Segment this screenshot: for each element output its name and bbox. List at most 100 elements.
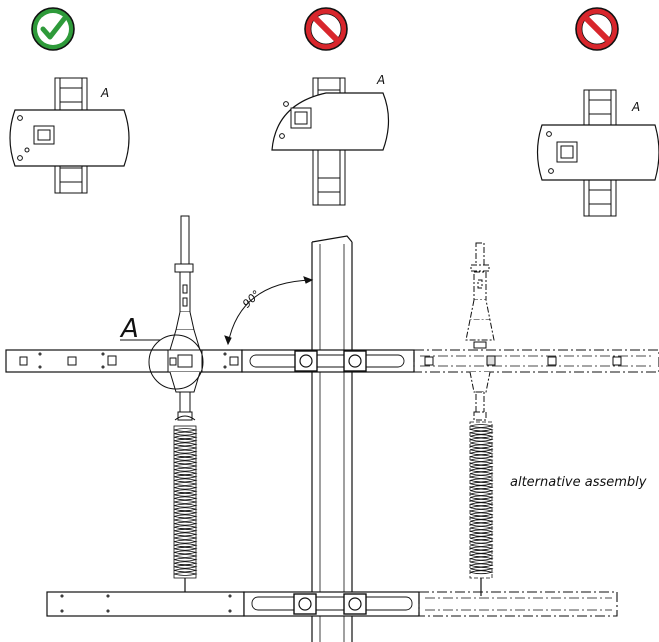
spring-coil bbox=[469, 444, 494, 449]
upper-crossbar-alternative bbox=[413, 349, 659, 373]
spring-coil bbox=[469, 478, 494, 483]
spring-coil bbox=[173, 496, 198, 501]
clamp-nut bbox=[293, 593, 317, 615]
spring-coil bbox=[469, 454, 494, 459]
spring-coil bbox=[469, 570, 494, 575]
detail-view-correct bbox=[9, 77, 130, 194]
spring-coil bbox=[469, 556, 494, 561]
spring-coil bbox=[173, 543, 198, 548]
spring-coil bbox=[469, 543, 494, 547]
spring-coil bbox=[173, 453, 198, 458]
spring-coil bbox=[173, 500, 198, 504]
spring-coil bbox=[173, 550, 198, 555]
spring-coil bbox=[173, 471, 198, 476]
spring-coil bbox=[469, 424, 494, 428]
spring-coil bbox=[469, 536, 494, 541]
spring-coil bbox=[173, 485, 198, 490]
spring-coil bbox=[173, 482, 198, 486]
spring-coil bbox=[469, 471, 494, 476]
spring-coil bbox=[173, 449, 198, 454]
detail-marker-label: A bbox=[119, 314, 139, 344]
spring-coil bbox=[469, 502, 494, 507]
clamp-nut bbox=[343, 350, 367, 372]
spring-coil bbox=[469, 437, 494, 442]
spring-coil bbox=[469, 464, 494, 469]
spring-coil bbox=[173, 546, 198, 551]
spring-coil bbox=[173, 503, 198, 508]
spring-coil bbox=[173, 521, 198, 526]
spring-coil bbox=[469, 509, 494, 513]
spring-coil bbox=[469, 447, 494, 452]
spring-coil bbox=[469, 434, 494, 439]
spring-coil bbox=[469, 515, 494, 520]
bar-slot bbox=[612, 356, 622, 366]
angle-dimension bbox=[224, 276, 314, 346]
spring-coil bbox=[173, 474, 198, 479]
spring-coil bbox=[173, 528, 198, 533]
spring-coil bbox=[173, 507, 198, 512]
spring-coil bbox=[173, 428, 198, 432]
lower-crossbar-alternative bbox=[418, 591, 618, 617]
spring-coil bbox=[469, 451, 494, 456]
spring-coil bbox=[173, 456, 198, 461]
detail-label: A bbox=[376, 73, 385, 87]
spring-coil bbox=[469, 529, 494, 534]
spring-coil bbox=[469, 492, 494, 496]
clamp-nut bbox=[294, 350, 318, 372]
spring-coil bbox=[173, 435, 198, 440]
spring-coil bbox=[173, 478, 198, 483]
spring-coil bbox=[469, 549, 494, 554]
spring-coil bbox=[173, 564, 198, 569]
spring-coil bbox=[173, 536, 198, 540]
spring-coil bbox=[173, 568, 198, 573]
spring-coil bbox=[469, 488, 494, 493]
spring-coil bbox=[173, 467, 198, 472]
spring-coil bbox=[469, 505, 494, 510]
spring-coil bbox=[469, 526, 494, 530]
spring-coil bbox=[173, 514, 198, 519]
spring-coil bbox=[469, 441, 494, 445]
spring-coil bbox=[469, 430, 494, 435]
spring-coil bbox=[173, 464, 198, 468]
spring-coil bbox=[173, 525, 198, 530]
spring-coil bbox=[469, 522, 494, 527]
detail-view-incorrect-1 bbox=[271, 77, 390, 206]
spring-coil bbox=[173, 431, 198, 436]
spring-coil bbox=[173, 510, 198, 515]
bar-slot bbox=[486, 355, 496, 366]
alternative-assembly-caption: alternative assembly bbox=[510, 475, 647, 490]
right-spring bbox=[469, 421, 494, 596]
bar-slot bbox=[424, 356, 434, 366]
spring-coil bbox=[173, 539, 198, 544]
spring-coil bbox=[173, 446, 198, 450]
spring-coil bbox=[469, 563, 494, 568]
detail-view-incorrect-2 bbox=[536, 89, 659, 217]
spring-coil bbox=[469, 475, 494, 479]
detail-label: A bbox=[100, 86, 109, 100]
right-hanger-alternative bbox=[465, 242, 495, 421]
spring-coil bbox=[469, 427, 494, 432]
spring-coil bbox=[173, 561, 198, 566]
spring-coil bbox=[469, 512, 494, 517]
angle-label: 90° bbox=[240, 288, 263, 311]
bar-slot bbox=[547, 356, 557, 366]
spring-coil bbox=[469, 495, 494, 500]
spring-coil bbox=[173, 572, 198, 576]
spring-coil bbox=[469, 532, 494, 537]
spring-coil bbox=[173, 438, 198, 443]
spring-coil bbox=[469, 560, 494, 564]
spring-coil bbox=[469, 498, 494, 503]
detail-circle bbox=[148, 334, 204, 390]
lower-crossbar bbox=[46, 591, 420, 617]
spring-coil bbox=[173, 489, 198, 494]
spring-coil bbox=[469, 519, 494, 524]
spring-coil bbox=[469, 553, 494, 558]
detail-label: A bbox=[631, 100, 640, 114]
vertical-mast bbox=[311, 235, 353, 642]
spring-coil bbox=[173, 460, 198, 465]
spring-coil bbox=[469, 458, 494, 462]
clamp-nut bbox=[343, 593, 367, 615]
spring-coil bbox=[469, 485, 494, 490]
spring-coil bbox=[469, 546, 494, 551]
